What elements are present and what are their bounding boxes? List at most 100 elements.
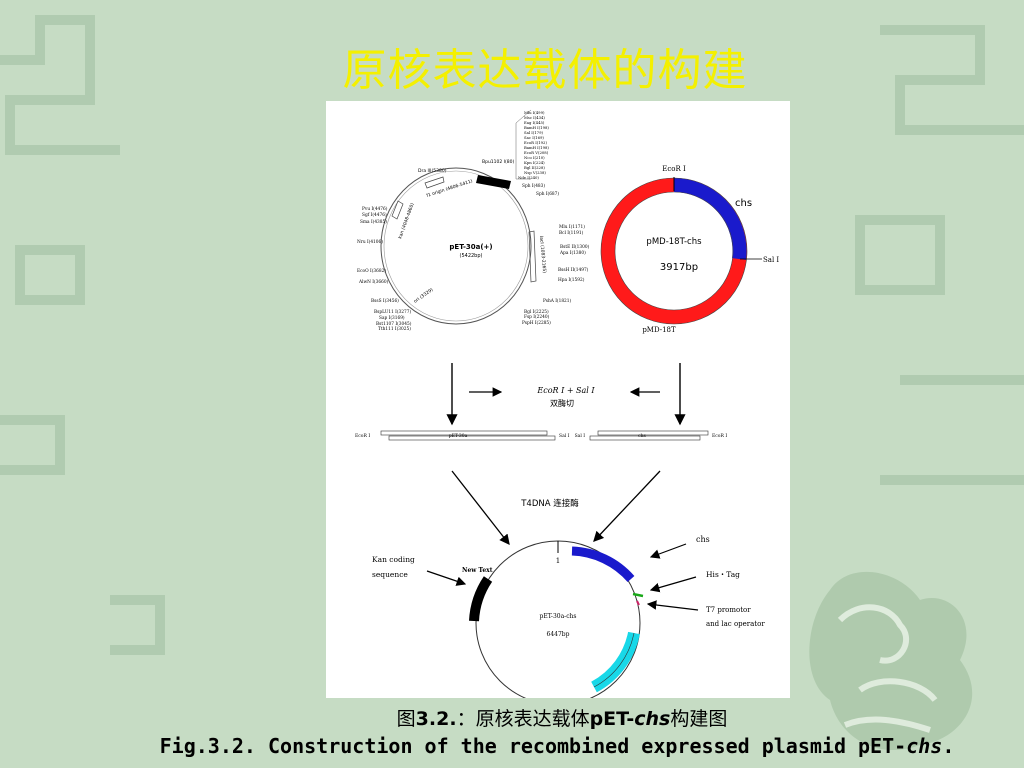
pet30a-mcs-labels: Mlu I(499) Msc I(434) Eag I(445) BamH I(…: [518, 110, 549, 180]
pet30a-mcs-label: Nde I(240): [518, 175, 539, 180]
pet30a-circle: [380, 167, 532, 325]
pet30a-site-label: Bst1107 I(3045): [376, 322, 412, 327]
chs-arrow: [649, 543, 687, 559]
fragment-chs: [597, 430, 709, 436]
kan-label: Kan coding: [372, 555, 415, 564]
caption-en-end: .: [942, 734, 955, 758]
pmd18t-sali-label: Sal I: [763, 256, 779, 264]
t7-label: T7 promotor: [706, 606, 751, 614]
pet30a-site-label: Nru I(4106): [357, 240, 383, 245]
caption-english: Fig.3.2. Construction of the recombined …: [0, 734, 1024, 758]
pet30a-mcs-label: Msc I(434): [524, 115, 545, 120]
pet30a-mcs-label: Kpn I(224): [524, 160, 545, 165]
pet30a-mcs-label: BamH I(198): [524, 145, 549, 150]
pmd18t-ecori-label: EcoR I: [662, 165, 686, 173]
caption-cn-plasmid: pET-: [589, 708, 635, 730]
pet30a-top-label: Bpu1102 I(80): [482, 159, 514, 165]
pet30a-site-label: Apa I(1380): [559, 251, 586, 256]
pmd18t-chs-segment: [673, 178, 747, 260]
caption-en-text: Fig.3.2. Construction of the recombined …: [159, 734, 907, 758]
caption-cn-prefix: 图: [396, 708, 416, 730]
pet30a-site-label: Bgl I(2225): [524, 310, 549, 315]
pet30a-site-label: Sap I(3169): [379, 316, 405, 321]
pet30a-size: (5422bp): [460, 253, 483, 259]
pet30a-inner-label: lacI (1083-2165): [538, 236, 547, 274]
pet30a-black-segment: [476, 175, 511, 189]
pet30a-inner-label: f1 origin (4806-5411): [426, 178, 474, 199]
diagonal-arrow-right: [593, 470, 661, 542]
caption-cn-number: 3.2.: [415, 708, 457, 730]
caption-cn-middle: ：原核表达载体: [456, 708, 590, 730]
digest-label: 双酶切: [550, 398, 574, 408]
pet30a-site-label: Mlu I(1171): [559, 225, 585, 230]
pmd18t-bottom-label: pMD-18T: [642, 326, 676, 334]
pet30a-mcs-label: BamH I(198): [524, 125, 549, 130]
digestion-step: EcoR I + Sal I 双酶切: [446, 363, 686, 426]
pet-chs-kan-segment: [469, 576, 493, 622]
digest-enzymes: EcoR I + Sal I: [536, 386, 595, 395]
caption-cn-gene: chs: [634, 708, 671, 730]
construction-diagram: pET-30a(+) (5422bp) Dra III(5380) Bpu110…: [326, 101, 790, 698]
pet30a-mcs-label: Sac I(169): [524, 135, 544, 140]
t7-arrow: [646, 600, 699, 611]
pet30a-site-label: Sma I(4385): [360, 220, 387, 225]
ligase-label: T4DNA 连接酶: [520, 498, 579, 509]
slide-title: 原核表达载体的构建: [342, 45, 748, 96]
caption-chinese: 图3.2.：原核表达载体pET-chs构建图: [300, 704, 824, 731]
caption-cn-suffix: 构建图: [670, 708, 728, 730]
pet30a-site-label: BspLU11 I(3277): [374, 310, 411, 315]
pet30a-site-label: Pvu I(4476): [362, 207, 388, 212]
his-tag-arrow: [649, 576, 697, 593]
caption-en-gene: chs: [906, 734, 943, 758]
pet30a-mcs-label: Nco I(210): [524, 155, 545, 160]
pet-chs-name: pET-30a-chs: [539, 613, 576, 620]
pet30a-mcs-label: Nsp V(238): [524, 170, 546, 175]
pmd18t-name: pMD-18T-chs: [646, 237, 702, 247]
pet30a-right-labels: Sph I(483) Sph I(687) Mlu I(1171) Bcl I(…: [522, 184, 590, 326]
pet30a-mcs-label: Mlu I(499): [524, 110, 545, 115]
pmd18t-map: EcoR I chs Sal I pMD-18T-chs 3917bp pMD-…: [600, 165, 779, 334]
pet30a-left-labels: Pvu I(4476) Sgf I(4476) Sma I(4385) Nru …: [357, 207, 412, 332]
fragment-left-start: EcoR I: [355, 433, 370, 439]
fragment-left-end: Sal I: [559, 433, 570, 439]
pet30a-inner-label: kan (4048-4860): [397, 202, 416, 240]
pmd18t-size: 3917bp: [660, 262, 698, 273]
kan-arrow: [426, 570, 467, 586]
pet-chs-cyan-segment: [591, 631, 640, 693]
fragment-right-mid: chs: [638, 433, 646, 439]
pet-chs-blue-segment: [571, 546, 635, 583]
his-tag-mark: [632, 592, 644, 598]
pet30a-site-label: Fsp I(2240): [524, 315, 550, 320]
pet30a-name: pET-30a(+): [449, 243, 492, 251]
fragment-pet30a: [380, 430, 548, 436]
pet30a-site-label: BssH II(1497): [558, 268, 589, 273]
pet30a-mcs-label: Sal I(179): [524, 130, 544, 135]
pet30a-site-label: PspH I(2285): [522, 321, 551, 326]
diagonal-arrow-left: [451, 470, 510, 546]
pet30a-site-label: AlwN I(3660): [358, 280, 389, 285]
pet-chs-new-text: New Text: [462, 567, 493, 574]
pet-chs-size: 6447bp: [547, 631, 570, 638]
pet30a-site-label: EcoO I(3682): [357, 269, 386, 274]
pet30a-mcs-label: EcoR I(192): [524, 140, 547, 145]
kan-label: sequence: [372, 570, 408, 579]
pet30a-top-label: Dra III(5380): [418, 168, 447, 174]
pet30a-site-label: Bcl I(1191): [559, 231, 584, 236]
ligation-step: T4DNA 连接酶: [451, 470, 661, 546]
pet30a-site-label: Hpa I(1592): [558, 278, 585, 283]
linear-fragments: EcoR I pET-30a Sal I Sal I chs EcoR I: [355, 430, 727, 441]
pet30a-site-label: Sph I(687): [536, 192, 559, 197]
his-tag-label: His・Tag: [706, 570, 740, 579]
pmd18t-chs-label: chs: [735, 198, 752, 209]
fragment-right-end: EcoR I: [712, 433, 727, 439]
pet30a-site-label: BstE II(1300): [560, 245, 590, 250]
pet30a-site-label: Sph I(483): [522, 184, 545, 189]
pet30a-map: pET-30a(+) (5422bp) Dra III(5380) Bpu110…: [357, 109, 590, 332]
chs-label: chs: [696, 535, 710, 544]
pet30a-site-label: Tth111 I(3025): [378, 327, 411, 332]
pet-chs-position-one: 1: [556, 557, 560, 565]
pet30a-inner-label: ori (3329): [413, 287, 435, 305]
pet30a-mcs-label: Eag I(445): [524, 120, 545, 125]
pet30a-site-label: BssS I(3456): [371, 299, 399, 304]
